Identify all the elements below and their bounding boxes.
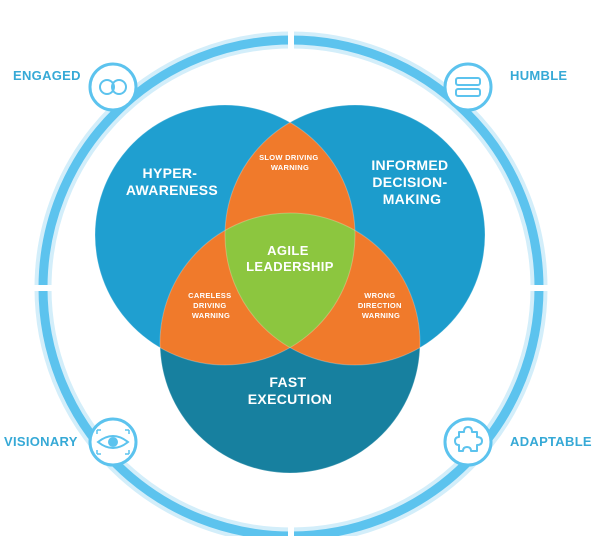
ring-gap-right [530,285,550,291]
linked-rings-icon [99,79,127,95]
wrong-direction-line1: WRONG [364,291,395,300]
svg-text:FAST EXECUTION: FAST EXECUTION [248,374,332,407]
humble-badge [443,62,493,112]
svg-text:SLOW DRIVING WARNING: SLOW DRIVING WARNING [259,153,321,172]
eye-icon [96,429,130,455]
ring-gap-left [33,285,53,291]
informed-decision-line1: INFORMED [371,157,448,173]
adaptable-label: ADAPTABLE [510,434,592,449]
center-agile-leadership [225,213,355,365]
wrong-direction-line3: WARNING [362,311,400,320]
svg-text:HYPER- AWARENESS: HYPER- AWARENESS [126,165,218,198]
hyper-awareness-line2: AWARENESS [126,182,218,198]
wrong-direction-line2: DIRECTION [358,301,402,310]
svg-text:INFORMED DECISION- MAK: INFORMED DECISION- MAKING [371,157,452,207]
adaptable-badge [443,417,493,467]
visionary-badge [88,417,138,467]
ring-gap-bottom [288,525,294,536]
svg-text:WRONG DIRECTION WARNIN: WRONG DIRECTION WARNING [358,291,404,320]
hyper-awareness-line1: HYPER- [143,165,198,181]
agile-leadership-line1: AGILE [267,243,309,258]
engaged-badge [88,62,138,112]
svg-text:CARELESS DRIVING WARNI: CARELESS DRIVING WARNING [188,291,234,320]
slow-driving-line1: SLOW DRIVING [259,153,318,162]
fast-execution-line1: FAST [269,374,306,390]
engaged-label: ENGAGED [13,68,81,83]
equals-icon [455,77,481,97]
fast-execution-line2: EXECUTION [248,391,332,407]
informed-decision-line3: MAKING [383,191,442,207]
careless-driving-line2: DRIVING [193,301,226,310]
visionary-label: VISIONARY [4,434,78,449]
careless-driving-line1: CARELESS [188,291,231,300]
informed-decision-line2: DECISION- [372,174,447,190]
slow-driving-line2: WARNING [271,163,309,172]
humble-label: HUMBLE [510,68,568,83]
svg-text:AGILE LEADERSHIP: AGILE LEADERSHIP [246,243,334,274]
careless-driving-line3: WARNING [192,311,230,320]
agile-leadership-line2: LEADERSHIP [246,259,334,274]
puzzle-piece-icon [454,426,483,452]
ring-gap-top [288,30,294,50]
